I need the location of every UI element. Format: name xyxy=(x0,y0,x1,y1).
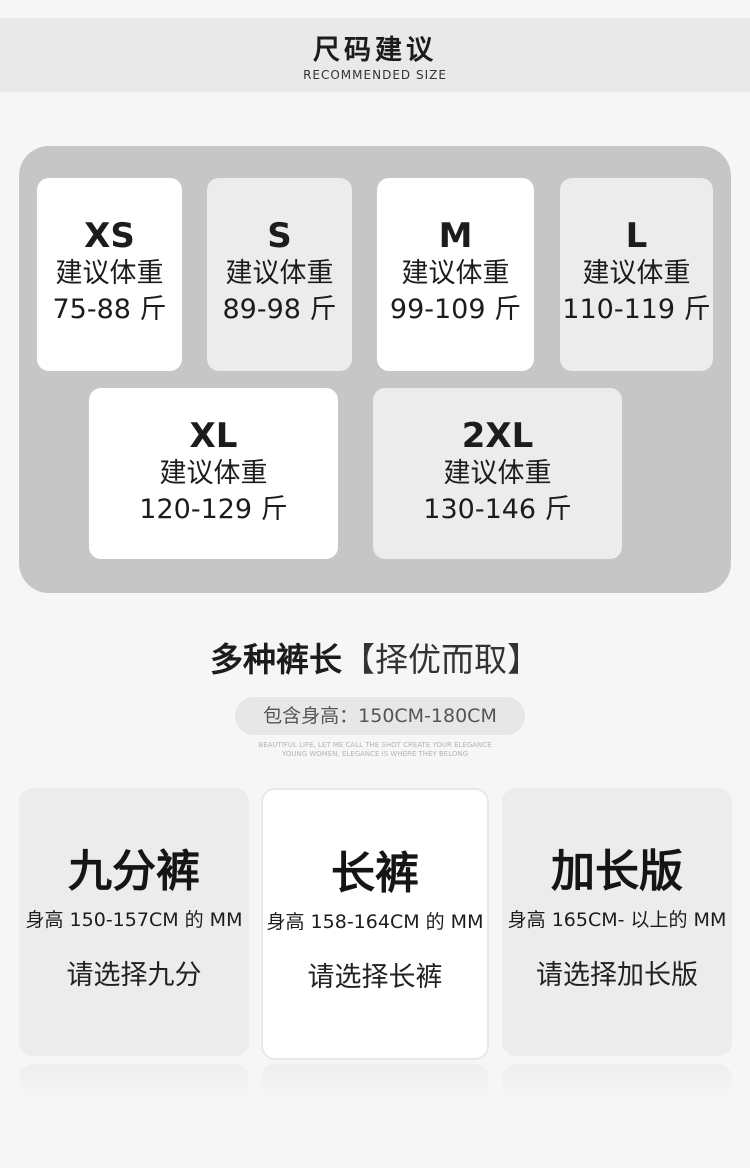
size-label: 建议体重 xyxy=(159,458,268,489)
size-code: M xyxy=(438,216,473,256)
option-card-cropped: 九分裤 身高 150-157CM 的 MM 请选择九分 xyxy=(19,788,249,1056)
option-card-extended: 加长版 身高 165CM- 以上的 MM 请选择加长版 xyxy=(502,788,732,1056)
option-name: 九分裤 xyxy=(68,846,200,897)
tagline: BEAUTIFUL LIFE, LET ME CALL THE SHOT CRE… xyxy=(0,741,750,759)
size-label: 建议体重 xyxy=(582,258,691,289)
height-range-badge: 包含身高：150CM-180CM xyxy=(235,697,525,735)
size-weight: 99-109 斤 xyxy=(389,294,522,325)
size-card-xl: XL 建议体重 120-129 斤 xyxy=(89,388,338,559)
size-weight: 89-98 斤 xyxy=(222,294,337,325)
option-choose-text: 请选择加长版 xyxy=(536,960,698,991)
size-code: XL xyxy=(189,416,238,456)
page-title: 尺码建议 xyxy=(313,35,437,66)
size-label: 建议体重 xyxy=(225,258,334,289)
size-weight: 75-88 斤 xyxy=(52,294,167,325)
size-label: 建议体重 xyxy=(443,458,552,489)
length-title-bold: 多种裤长 xyxy=(210,640,342,679)
size-code: 2XL xyxy=(461,416,534,456)
option-choose-text: 请选择长裤 xyxy=(307,962,443,993)
tagline-line-2: YOUNG WOMEN, ELEGANCE IS WHERE THEY BELO… xyxy=(281,750,469,758)
size-code: S xyxy=(267,216,292,256)
option-height-range: 身高 158-164CM 的 MM xyxy=(266,911,484,933)
size-weight: 120-129 斤 xyxy=(139,494,288,525)
section-header: 尺码建议 RECOMMENDED SIZE xyxy=(0,18,750,92)
page-subtitle: RECOMMENDED SIZE xyxy=(303,68,447,82)
size-weight: 110-119 斤 xyxy=(562,294,711,325)
size-card-l: L 建议体重 110-119 斤 xyxy=(560,178,713,371)
size-weight: 130-146 斤 xyxy=(423,494,572,525)
card-reflection xyxy=(502,1064,732,1098)
size-code: L xyxy=(625,216,648,256)
card-reflection xyxy=(261,1064,489,1098)
card-reflection xyxy=(19,1064,249,1098)
option-height-range: 身高 165CM- 以上的 MM xyxy=(507,909,727,931)
option-card-long: 长裤 身高 158-164CM 的 MM 请选择长裤 xyxy=(261,788,489,1060)
length-title-light: 【择优而取】 xyxy=(342,640,540,679)
size-card-m: M 建议体重 99-109 斤 xyxy=(377,178,534,371)
length-section-title: 多种裤长【择优而取】 xyxy=(0,636,750,684)
size-card-2xl: 2XL 建议体重 130-146 斤 xyxy=(373,388,622,559)
tagline-line-1: BEAUTIFUL LIFE, LET ME CALL THE SHOT CRE… xyxy=(258,741,492,749)
size-chart-panel: XS 建议体重 75-88 斤 S 建议体重 89-98 斤 M 建议体重 99… xyxy=(19,146,731,593)
size-code: XS xyxy=(84,216,135,256)
option-choose-text: 请选择九分 xyxy=(66,960,202,991)
option-height-range: 身高 150-157CM 的 MM xyxy=(25,909,243,931)
size-label: 建议体重 xyxy=(55,258,164,289)
option-name: 长裤 xyxy=(331,848,419,899)
size-label: 建议体重 xyxy=(401,258,510,289)
size-card-s: S 建议体重 89-98 斤 xyxy=(207,178,352,371)
option-name: 加长版 xyxy=(551,846,683,897)
size-card-xs: XS 建议体重 75-88 斤 xyxy=(37,178,182,371)
